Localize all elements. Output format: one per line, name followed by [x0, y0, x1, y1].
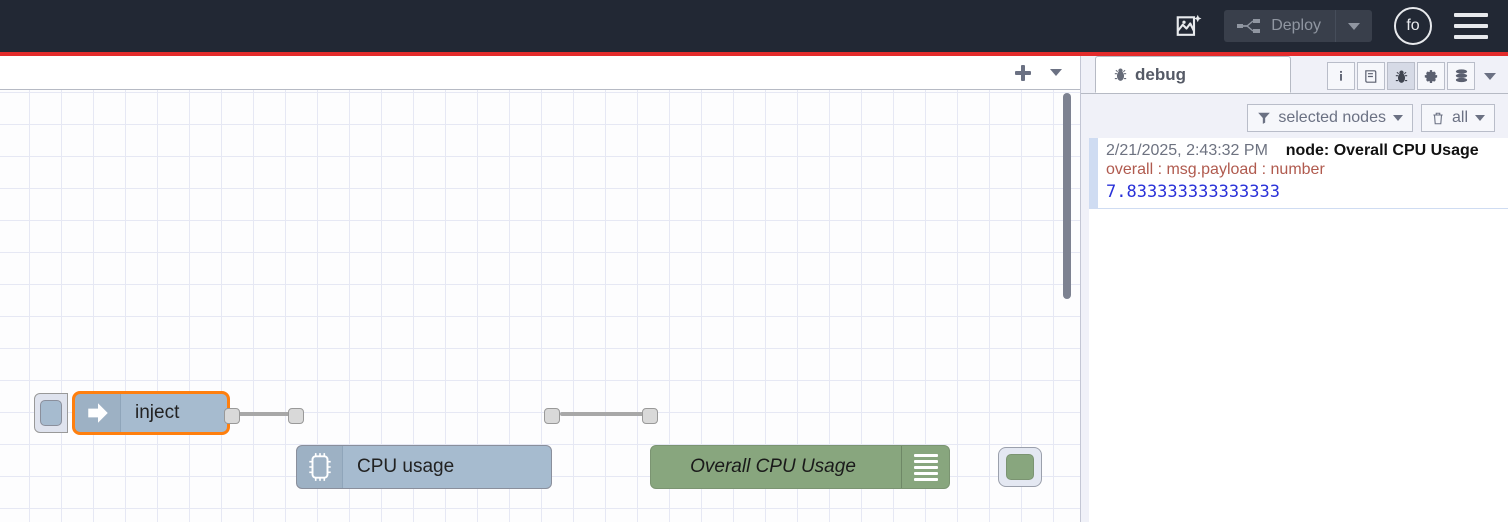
- inject-output-port[interactable]: [224, 408, 240, 424]
- node-filter-label: selected nodes: [1278, 109, 1386, 126]
- debug-message-topic: overall : msg.payload : number: [1106, 161, 1325, 178]
- cpu-output-port[interactable]: [544, 408, 560, 424]
- debug-input-port[interactable]: [642, 408, 658, 424]
- sidebar-tab-row: debug: [1081, 56, 1508, 94]
- sidebar-tools: [1327, 62, 1503, 93]
- avatar-initials: fo: [1406, 17, 1420, 34]
- node-filter-button[interactable]: selected nodes: [1247, 104, 1413, 132]
- node-cpu-usage[interactable]: CPU usage: [296, 445, 552, 489]
- debug-message-list[interactable]: 2/21/2025, 2:43:32 PM node: Overall CPU …: [1089, 138, 1508, 522]
- node-inject-label: inject: [135, 402, 180, 423]
- flow-canvas[interactable]: inject CPU usage Overall CPU Usage: [0, 90, 1080, 522]
- context-tab-button[interactable]: [1447, 62, 1475, 90]
- flow-tab-bar: [0, 56, 1080, 90]
- debug-lines-icon: [901, 446, 949, 488]
- node-cpu-usage-label: CPU usage: [357, 456, 455, 477]
- filter-icon: [1257, 111, 1271, 125]
- hamburger-bar: [1454, 13, 1488, 17]
- deploy-button[interactable]: Deploy: [1224, 10, 1372, 42]
- flow-editor: inject CPU usage Overall CPU Usage: [0, 56, 1080, 522]
- hamburger-bar: [1454, 24, 1488, 28]
- sidebar-tools-menu-button[interactable]: [1477, 62, 1503, 90]
- info-tab-button[interactable]: [1327, 62, 1355, 90]
- inject-arrow-icon: [75, 394, 121, 432]
- flow-tabs-menu-button[interactable]: [1040, 58, 1072, 88]
- tab-debug[interactable]: debug: [1095, 56, 1291, 93]
- debug-node-toggle-button[interactable]: [998, 447, 1042, 487]
- debug-message-value: 7.833333333333333: [1106, 182, 1280, 202]
- clear-filter-label: all: [1451, 109, 1468, 126]
- debug-message-header: 2/21/2025, 2:43:32 PM node: Overall CPU …: [1106, 142, 1503, 160]
- flow-ai-icon[interactable]: [1168, 9, 1210, 43]
- tab-debug-label: debug: [1135, 64, 1186, 84]
- node-inject[interactable]: inject: [72, 391, 230, 435]
- debug-tab-button[interactable]: [1387, 62, 1415, 90]
- inject-button-face: [40, 400, 62, 426]
- node-debug-label: Overall CPU Usage: [690, 456, 856, 477]
- canvas-vertical-scrollbar[interactable]: [1063, 93, 1071, 299]
- plus-icon: [1015, 64, 1031, 81]
- header-accent-line: [0, 52, 1508, 56]
- bug-icon: [1112, 66, 1129, 83]
- debug-message-node: node: Overall CPU Usage: [1285, 142, 1479, 159]
- app-header: Deploy fo: [0, 0, 1508, 52]
- wire-inject-to-cpu[interactable]: [238, 412, 296, 416]
- config-tab-button[interactable]: [1417, 62, 1445, 90]
- chevron-down-icon: [1475, 115, 1485, 121]
- add-flow-button[interactable]: [1006, 58, 1040, 88]
- cpu-input-port[interactable]: [288, 408, 304, 424]
- inject-node-button[interactable]: [34, 393, 68, 433]
- deploy-label: Deploy: [1271, 17, 1321, 34]
- trash-icon: [1431, 111, 1445, 126]
- deploy-button-main[interactable]: Deploy: [1224, 10, 1336, 42]
- deploy-dropdown-button[interactable]: [1336, 10, 1372, 42]
- help-tab-button[interactable]: [1357, 62, 1385, 90]
- wire-cpu-to-debug[interactable]: [560, 412, 650, 416]
- chevron-down-icon: [1392, 115, 1403, 121]
- debug-sidebar: debug: [1080, 56, 1508, 522]
- chevron-down-icon: [1484, 72, 1496, 80]
- microchip-icon: [297, 446, 343, 488]
- clear-filter-button[interactable]: all: [1420, 104, 1495, 132]
- chevron-down-icon: [1348, 22, 1360, 30]
- main-menu-button[interactable]: [1454, 13, 1488, 39]
- hamburger-bar: [1454, 35, 1488, 39]
- node-debug-overall-cpu-usage[interactable]: Overall CPU Usage: [650, 445, 950, 489]
- debug-message-timestamp: 2/21/2025, 2:43:32 PM: [1106, 142, 1268, 159]
- debug-filter-row: selected nodes all: [1081, 100, 1508, 136]
- debug-message[interactable]: 2/21/2025, 2:43:32 PM node: Overall CPU …: [1089, 138, 1508, 209]
- deploy-icon: [1236, 18, 1262, 34]
- debug-toggle-face: [1006, 454, 1034, 480]
- user-avatar[interactable]: fo: [1394, 7, 1432, 45]
- chevron-down-icon: [1050, 69, 1062, 76]
